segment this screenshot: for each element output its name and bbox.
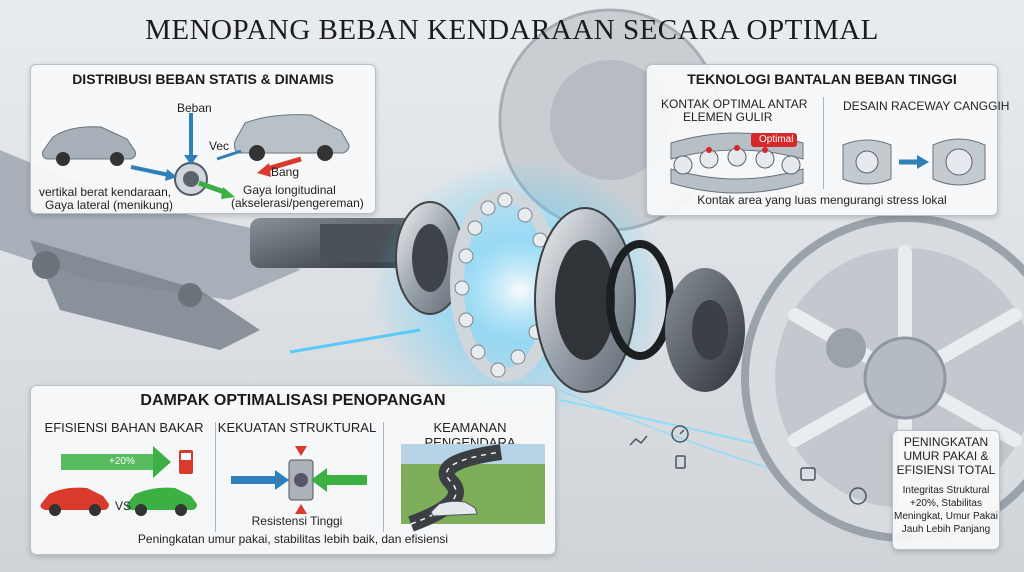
suv-icon: [234, 114, 350, 161]
longitudinal-label-2: (akselerasi/pengereman): [231, 196, 364, 210]
desain-label: DESAIN RACEWAY CANGGIH: [843, 99, 1010, 113]
optimal-tag: Optimal: [759, 134, 794, 145]
teknologi-panel: TEKNOLOGI BANTALAN BEBAN TINGGI KONTAK O…: [646, 64, 1009, 216]
vertikal-label-1: vertikal berat kendaraan,: [39, 185, 172, 199]
peningkatan-body-1: Integritas Struktural: [902, 485, 990, 496]
bang-label: Bang: [271, 165, 300, 179]
dampak-graphics: [40, 444, 545, 532]
peningkatan-panel: PENINGKATAN UMUR PAKAI & EFISIENSI TOTAL…: [892, 430, 1000, 550]
efisiensi-pct: +20%: [109, 456, 135, 467]
resistensi-label: Resistensi Tinggi: [251, 514, 343, 528]
teknologi-caption: Kontak area yang luas mengurangi stress …: [697, 193, 947, 207]
peningkatan-heading-3: EFISIENSI TOTAL: [896, 463, 996, 477]
peningkatan-body-4: Jauh Lebih Panjang: [901, 524, 991, 535]
load-distribution-graphic: [42, 113, 350, 199]
divider: [823, 97, 824, 189]
kontak-label-2: ELEMEN GULIR: [683, 110, 773, 124]
dampak-heading: DAMPAK OPTIMALISASI PENOPANGAN: [140, 392, 446, 409]
distribusi-panel: DISTRIBUSI BEBAN STATIS & DINAMIS Beban …: [30, 64, 376, 214]
bearing-contact-graphic: [670, 132, 986, 194]
distribusi-heading: DISTRIBUSI BEBAN STATIS & DINAMIS: [72, 71, 334, 87]
vec-label: Vec: [209, 139, 230, 153]
peningkatan-heading-2: UMUR PAKAI &: [903, 449, 989, 463]
dampak-caption: Peningkatan umur pakai, stabilitas lebih…: [137, 532, 449, 546]
peningkatan-heading-1: PENINGKATAN: [903, 435, 989, 449]
vertikal-label-2: Gaya lateral (menikung): [45, 198, 174, 212]
efisiensi-heading: EFISIENSI BAHAN BAKAR: [44, 420, 204, 435]
kontak-label-1: KONTAK OPTIMAL ANTAR: [661, 97, 808, 111]
peningkatan-body-2: +20%, Stabilitas: [910, 498, 982, 509]
kekuatan-heading: KEKUATAN STRUKTURAL: [217, 420, 377, 435]
dampak-panel: DAMPAK OPTIMALISASI PENOPANGAN EFISIENSI…: [30, 385, 556, 555]
page-title: MENOPANG BEBAN KENDARAAN SECARA OPTIMAL: [145, 14, 879, 46]
vs-label: VS: [115, 499, 132, 513]
sedan-icon: [42, 126, 136, 166]
divider-1: [215, 422, 216, 532]
longitudinal-label-1: Gaya longitudinal: [243, 183, 336, 197]
teknologi-heading: TEKNOLOGI BANTALAN BEBAN TINGGI: [687, 71, 957, 87]
beban-label: Beban: [177, 101, 212, 115]
peningkatan-body-3: Meningkat, Umur Pakai: [894, 511, 998, 522]
divider-2: [383, 422, 384, 532]
